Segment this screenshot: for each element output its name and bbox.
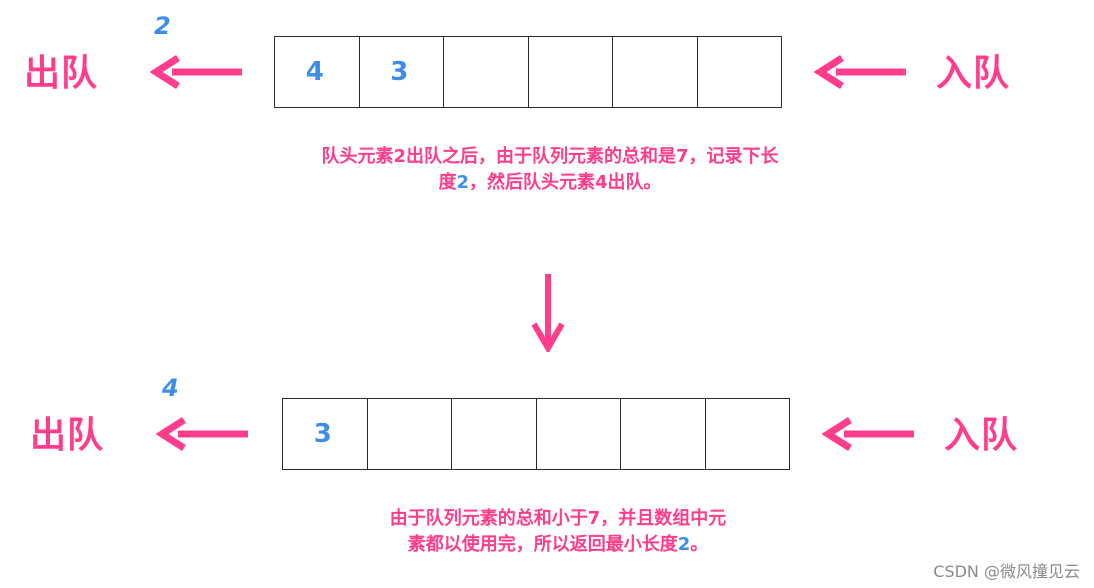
bottom-caption-line1: 由于队列元素的总和小于7，并且数组中元 <box>389 508 727 529</box>
queue-cell: 3 <box>313 419 332 449</box>
queue-cell <box>620 399 705 469</box>
queue-cell <box>535 399 621 469</box>
bottom-dequeue-label: 出队 <box>30 415 105 456</box>
queue-cell <box>366 399 452 469</box>
queue-cell <box>527 37 613 107</box>
top-enqueue-arrow <box>814 55 906 89</box>
queue-cell: 4 <box>305 57 324 87</box>
bottom-dequeue-arrow <box>156 417 248 451</box>
top-caption-line1: 队头元素2出队之后，由于队列元素的总和是7，记录下长 <box>321 146 779 167</box>
top-enqueue-label: 入队 <box>936 53 1011 94</box>
bottom-enqueue-arrow <box>822 417 914 451</box>
bottom-removed-number: 4 <box>162 374 179 402</box>
watermark: CSDN @微风撞见云 <box>933 562 1080 581</box>
top-dequeue-label: 出队 <box>24 53 99 94</box>
bottom-queue: 3 <box>282 398 790 470</box>
top-queue: 4 3 <box>274 36 782 108</box>
top-caption-line2-num: 2 <box>456 172 469 193</box>
bottom-caption-line2: 素都以使用完，所以返回最小长度2。 <box>340 532 776 558</box>
top-caption-line2-pre: 度 <box>438 172 457 193</box>
queue-cell <box>443 37 528 107</box>
queue-cell <box>704 399 790 469</box>
top-removed-number: 2 <box>154 12 171 40</box>
bottom-caption-line2-num: 2 <box>677 534 691 555</box>
top-caption-line2: 度2，然后队头元素4出队。 <box>252 170 848 196</box>
transition-down-arrow <box>531 274 565 352</box>
top-caption-line2-post: ，然后队头元素4出队。 <box>469 172 662 193</box>
bottom-caption-line2-post: 。 <box>690 534 709 555</box>
queue-cell <box>451 399 536 469</box>
queue-cell <box>696 37 782 107</box>
queue-cell: 3 <box>358 37 444 107</box>
bottom-caption-line2-pre: 素都以使用完，所以返回最小长度 <box>407 534 678 555</box>
bottom-enqueue-label: 入队 <box>944 415 1019 456</box>
bottom-caption: 由于队列元素的总和小于7，并且数组中元 素都以使用完，所以返回最小长度2。 <box>340 506 776 558</box>
top-dequeue-arrow <box>150 55 242 89</box>
queue-cell <box>612 37 697 107</box>
top-caption: 队头元素2出队之后，由于队列元素的总和是7，记录下长 度2，然后队头元素4出队。 <box>252 144 848 196</box>
